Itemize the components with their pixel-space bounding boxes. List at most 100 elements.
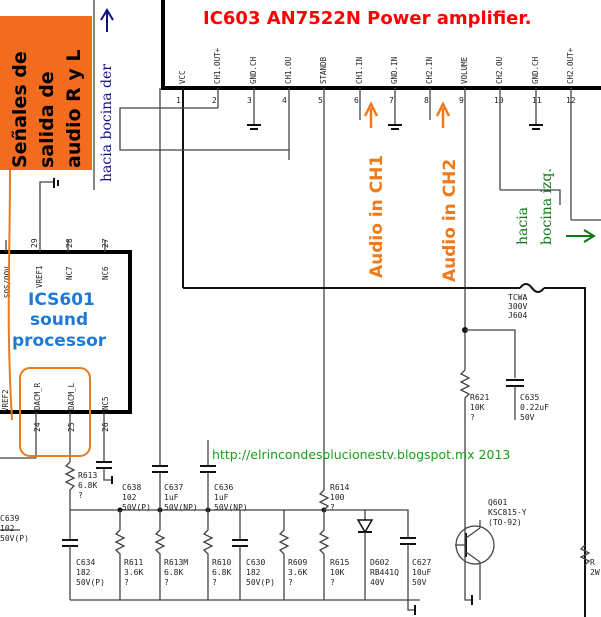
ic603-pin-num-5: 5 — [318, 96, 323, 105]
q601-line3: (TO-92) — [488, 518, 522, 527]
vcc-bus — [183, 283, 586, 617]
ics601-pin-28: 28 — [65, 238, 74, 248]
filter-component-labels: R613 6.8K ? C638 102 50V(P) C637 1uF 50V… — [0, 471, 431, 587]
ic603-pin-name-7: GND.IN — [390, 57, 399, 84]
ic603-pin-name-5: STANDB — [319, 56, 328, 84]
c630-line2: 182 — [246, 568, 261, 577]
senales-line1: Señales de — [9, 51, 31, 168]
c630-line3: 50V(P) — [246, 578, 275, 587]
ic603-pin-num-4: 4 — [282, 96, 287, 105]
tcwa-line2: 300V — [508, 302, 527, 311]
c627-line1: C627 — [412, 558, 431, 567]
hacia-der-label: hacia bocina der — [99, 64, 115, 182]
c627-line2: 10uF — [412, 568, 431, 577]
ic603-pin-num-10: 10 — [494, 96, 504, 105]
q601-line2: KSC815-Y — [488, 508, 527, 517]
c634-line1: C634 — [76, 558, 95, 567]
c637-line2: 1uF — [164, 493, 179, 502]
c639-line2: 102 — [0, 524, 15, 533]
c639-line3: 50V(P) — [0, 534, 29, 543]
ic603-pin-num-9: 9 — [459, 96, 464, 105]
ic603-pin-name-10: CH2.OU — [495, 57, 504, 84]
hacia-izq-line2: bocina izq. — [539, 168, 555, 245]
ics601-pin-26: 26 — [101, 422, 110, 432]
senales-line2: salida de — [36, 71, 58, 168]
ic603-pin-name-9: VOLUME — [460, 56, 469, 84]
ic603-pin-num-11: 11 — [532, 96, 542, 105]
r621-line3: ? — [470, 413, 475, 422]
r611-line1: R611 — [124, 558, 143, 567]
r-partial-line2: 2W — [590, 568, 600, 577]
ic603-pin-name-8: CH2.IN — [425, 57, 434, 84]
r621-line2: 10K — [470, 403, 485, 412]
audio-ch2-arrow — [435, 101, 451, 128]
r610-line1: R610 — [212, 558, 231, 567]
hacia-izq-line1: hacia — [515, 207, 531, 245]
r613-line1: R613 — [78, 471, 97, 480]
c637-line3: 50V(NP) — [164, 503, 198, 512]
senales-box — [0, 16, 92, 170]
r613m-line2: 6.8K — [164, 568, 183, 577]
ic603-pin-name-1: VCC — [178, 70, 187, 84]
r615-line3: ? — [330, 578, 335, 587]
ics601-pin-name-partial: SOS/OOV — [3, 266, 12, 298]
ics601-pin-27: 27 — [101, 238, 110, 248]
dacm-highlight — [19, 367, 91, 457]
ic603-pin-num-2: 2 — [212, 96, 217, 105]
ics601-label-2: sound — [30, 310, 88, 330]
r-partial-line1: R — [590, 558, 595, 567]
ics601-pin-name-vref1: VREF1 — [35, 265, 44, 288]
ics601-body — [0, 250, 132, 414]
ic603-title: IC603 AN7522N Power amplifier. — [203, 8, 532, 29]
ics601-pin-name-vref2: VREF2 — [1, 389, 10, 412]
senales-line3: audio R y L — [63, 50, 85, 168]
r614-line3: ? — [330, 503, 335, 512]
r609-line1: R609 — [288, 558, 307, 567]
r613m-line1: R613M — [164, 558, 188, 567]
d602-line3: 40V — [370, 578, 385, 587]
r615-line2: 10K — [330, 568, 345, 577]
r613-line2: 6.8K — [78, 481, 97, 490]
r613-line3: ? — [78, 491, 83, 500]
ic603-pin-names: VCC CH1.OUT+ GND.CH CH1.OU STANDB CH1.IN… — [178, 47, 575, 84]
r611-line2: 3.6K — [124, 568, 143, 577]
ics601-pin-name-nc5: NC5 — [101, 396, 110, 410]
c639-line1: C639 — [0, 514, 19, 523]
ic603-body — [161, 0, 601, 90]
tcwa-line1: TCWA — [508, 293, 527, 302]
d602-line2: RB441Q — [370, 568, 399, 577]
c637-line1: C637 — [164, 483, 183, 492]
r-partial-symbol — [579, 544, 591, 566]
r614-line1: R614 — [330, 483, 349, 492]
r609-line3: ? — [288, 578, 293, 587]
ic603-pin-numbers: 1 2 3 4 5 6 7 8 9 10 11 12 — [176, 96, 576, 105]
ic603-ground-symbols — [247, 124, 543, 130]
ic603-pin-name-2: CH1.OUT+ — [213, 47, 222, 84]
r613m-line3: ? — [164, 578, 169, 587]
ic603-pin-num-3: 3 — [247, 96, 252, 105]
blog-url: http://elrincondesolucionestv.blogspot.m… — [212, 447, 510, 462]
ics601-label-3: processor — [12, 331, 107, 351]
ics601-pin-name-nc6: NC6 — [101, 266, 110, 280]
ic603-pin-num-1: 1 — [176, 96, 181, 105]
audio-ch2-label: Audio in CH2 — [440, 159, 460, 282]
c638-line1: C638 — [122, 483, 141, 492]
ic603-pin-name-12: CH2.OUT+ — [566, 47, 575, 84]
audio-ch1-arrow — [363, 101, 379, 128]
c635-line1: C635 — [520, 393, 539, 402]
c634-line3: 50V(P) — [76, 578, 105, 587]
ics601-pin-25: 25 — [67, 422, 76, 432]
r621-symbol — [459, 369, 471, 520]
hacia-der-arrow — [100, 8, 114, 32]
ics601-pin-29: 29 — [30, 238, 39, 248]
c634-line2: 182 — [76, 568, 91, 577]
c630-line1: C630 — [246, 558, 265, 567]
r614-line2: 100 — [330, 493, 345, 502]
c636-line1: C636 — [214, 483, 233, 492]
d602-line1: D602 — [370, 558, 389, 567]
ics601-pin-name-dacm-r: DACM_R — [33, 382, 42, 410]
c636-line3: 50V(NP) — [214, 503, 248, 512]
ic603-pin-num-7: 7 — [389, 96, 394, 105]
